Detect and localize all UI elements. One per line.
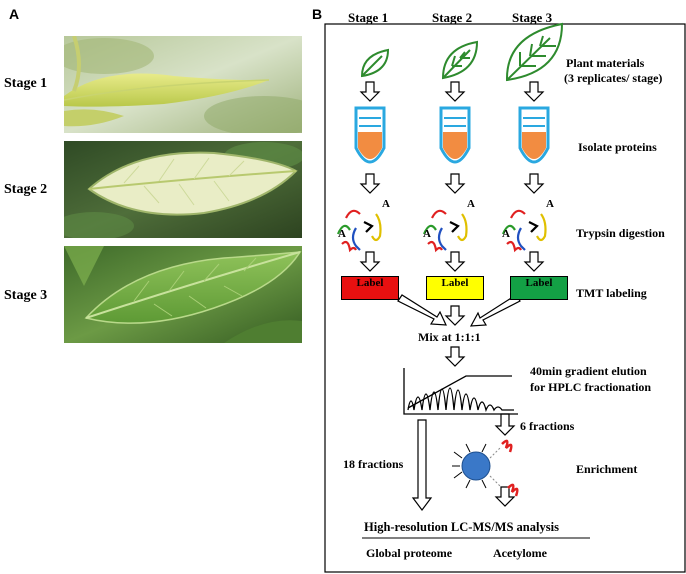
stage-3-header: Stage 3 xyxy=(512,10,553,25)
stage-1-leaf-photo xyxy=(64,36,302,133)
label-box-stage-1: Label xyxy=(341,276,399,300)
enrichment-label: Enrichment xyxy=(576,462,638,476)
peptides-stage-3 xyxy=(501,209,547,253)
panel-b-letter: B xyxy=(312,6,323,22)
eighteen-fractions-label: 18 fractions xyxy=(343,457,404,471)
peptides-stage-2 xyxy=(422,209,468,253)
tmt-labeling-label: TMT labeling xyxy=(576,286,647,300)
stage-2-header: Stage 2 xyxy=(432,10,473,25)
leaf-icon-stage-2 xyxy=(441,40,479,80)
hplc-line-1: 40min gradient elution xyxy=(530,364,647,378)
peptides-stage-1 xyxy=(336,209,382,253)
global-proteome-label: Global proteome xyxy=(366,546,453,560)
down-arrows xyxy=(359,81,545,511)
acetylome-label: Acetylome xyxy=(493,546,547,560)
panel-b-frame xyxy=(324,23,686,573)
trypsin-digestion-label: Trypsin digestion xyxy=(576,226,665,240)
six-fractions-label: 6 fractions xyxy=(520,419,575,433)
stage-1-header: Stage 1 xyxy=(348,10,389,25)
stage-1-label: Stage 1 xyxy=(4,76,48,91)
lcms-label: High-resolution LC-MS/MS analysis xyxy=(364,520,559,534)
peptide-mark-1a: A xyxy=(382,198,390,210)
peptide-mark-1b: A xyxy=(338,228,346,240)
mix-label: Mix at 1:1:1 xyxy=(418,330,481,344)
tube-stage-3 xyxy=(518,106,550,164)
stage-2-label: Stage 2 xyxy=(4,182,48,197)
peptide-mark-2a: A xyxy=(467,198,475,210)
stage-3-leaf-photo xyxy=(64,246,302,343)
stage-2-leaf-photo xyxy=(64,141,302,238)
diagonal-arrows xyxy=(397,294,521,327)
tube-stage-2 xyxy=(439,106,471,164)
label-box-stage-3: Label xyxy=(510,276,568,300)
leaf-icon-stage-1 xyxy=(360,48,390,78)
enrichment-bead xyxy=(452,439,519,497)
plant-materials-label: Plant materials xyxy=(566,56,645,70)
tube-stage-1 xyxy=(354,106,386,164)
leaf-icon-stage-3 xyxy=(505,22,564,82)
replicates-label: (3 replicates/ stage) xyxy=(564,71,663,85)
peptide-mark-3b: A xyxy=(502,228,510,240)
isolate-proteins-label: Isolate proteins xyxy=(578,140,657,154)
panel-a-letter: A xyxy=(9,6,20,22)
peptide-mark-3a: A xyxy=(546,198,554,210)
peptide-mark-2b: A xyxy=(423,228,431,240)
label-box-stage-2: Label xyxy=(426,276,484,300)
hplc-chromatogram xyxy=(403,368,518,415)
hplc-line-2: for HPLC fractionation xyxy=(530,380,652,394)
stage-3-label: Stage 3 xyxy=(4,288,48,303)
